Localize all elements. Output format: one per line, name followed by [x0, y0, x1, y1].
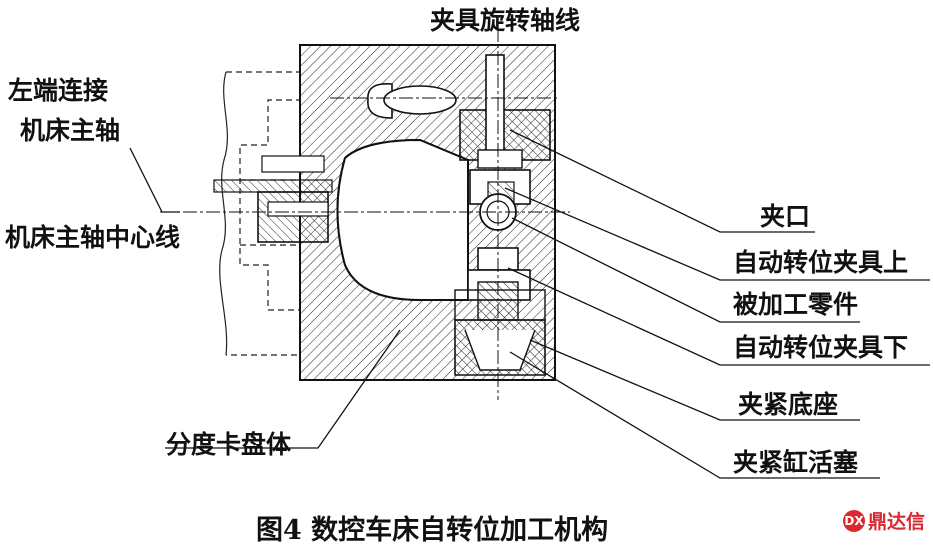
clamp-base-label: 夹紧底座 [738, 390, 839, 419]
workpiece-label: 被加工零件 [733, 290, 859, 319]
rotating-fixture [454, 54, 551, 376]
counterweight [367, 83, 457, 119]
watermark-logo: DX 鼎达信 [842, 507, 925, 534]
logo-icon: DX [842, 509, 865, 532]
center-boss [213, 155, 333, 243]
jaw-label: 夹口 [760, 202, 811, 231]
clamp-piston-label: 夹紧缸活塞 [733, 448, 859, 477]
lower-fixture-label: 自动转位夹具下 [733, 333, 909, 362]
leader-lines [129, 129, 930, 479]
left-connect-label-line2: 机床主轴 [20, 116, 121, 145]
spindle-center-label: 机床主轴中心线 [5, 223, 181, 252]
index-plate-label: 分度卡盘体 [166, 430, 292, 459]
axis-title-label: 夹具旋转轴线 [430, 6, 581, 35]
left-connect-label-line1: 左端连接 [8, 76, 109, 105]
center-lines [160, 28, 570, 400]
spindle-break-line [219, 71, 228, 356]
figure-caption: 图4 数控车床自转位加工机构 [256, 515, 609, 546]
upper-fixture-label: 自动转位夹具上 [733, 248, 909, 277]
logo-text: 鼎达信 [867, 511, 925, 533]
